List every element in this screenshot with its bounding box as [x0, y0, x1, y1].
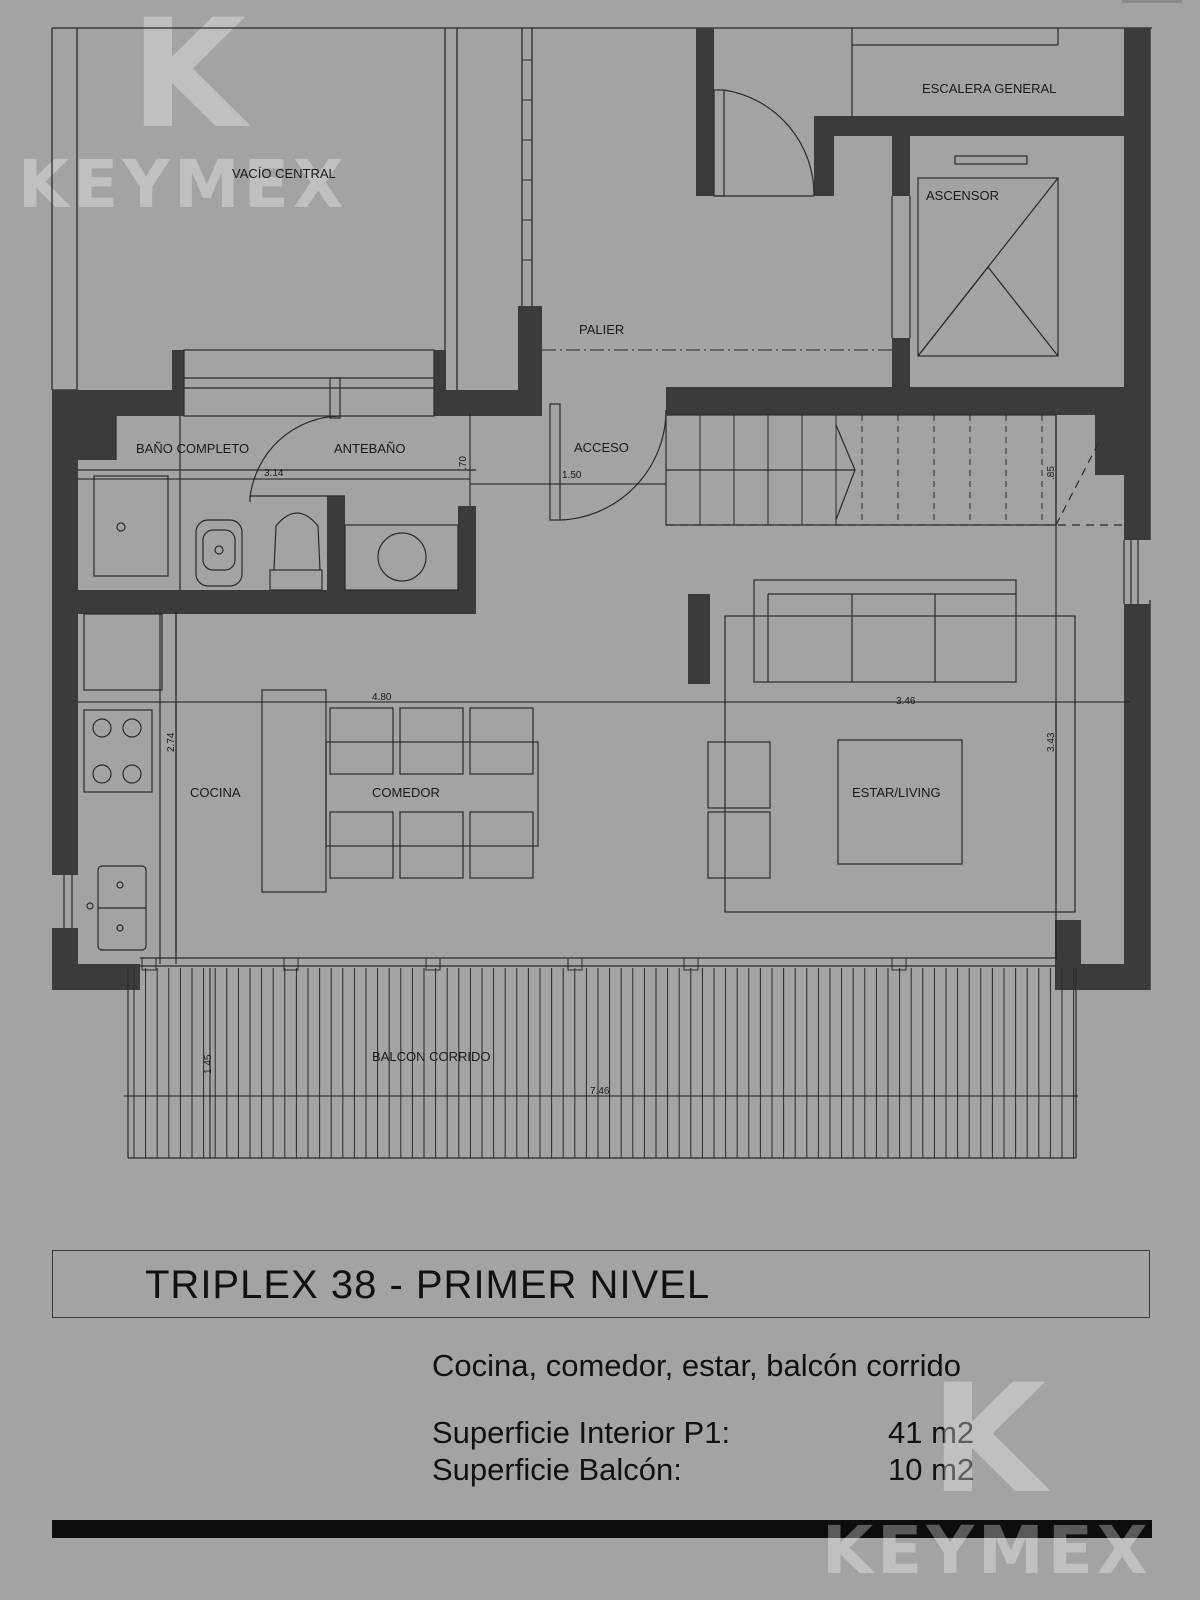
balcony-slats	[133, 415, 1075, 1158]
area-interior-label: Superficie Interior P1:	[432, 1415, 731, 1450]
room-labels: VACÍO CENTRAL ESCALERA GENERAL ASCENSOR …	[136, 81, 1056, 1064]
label-estar-living: ESTAR/LIVING	[852, 785, 941, 800]
partition-ticks	[522, 59, 532, 261]
label-ascensor: ASCENSOR	[926, 188, 999, 203]
plan-title: TRIPLEX 38 - PRIMER NIVEL	[145, 1263, 711, 1307]
bottom-bar	[52, 1520, 1152, 1538]
label-vacio-central: VACÍO CENTRAL	[232, 166, 336, 181]
title-box: TRIPLEX 38 - PRIMER NIVEL	[52, 1250, 1150, 1318]
dimension-labels: 3.14 .70 1.50 .85 4.80 3.46 2.74 3.43 1.…	[166, 456, 1057, 1097]
label-bano-completo: BAÑO COMPLETO	[136, 441, 249, 456]
corner-mark	[1122, 0, 1182, 3]
dim-antebano-depth: .70	[458, 456, 469, 470]
dim-balcony-length: 7.46	[590, 1086, 610, 1097]
watermark-brand-bottom: KEYMEX	[822, 1512, 1152, 1589]
label-balcon-corrido: BALCON CORRIDO	[372, 1049, 490, 1064]
watermark-brand-top: KEYMEX	[18, 146, 348, 223]
dim-bath-width: 3.14	[264, 468, 284, 479]
dim-living-depth: 3.43	[1046, 732, 1057, 752]
dim-acceso-width: 1.50	[562, 470, 582, 481]
balcony-post	[283, 957, 299, 971]
label-antebano: ANTEBAÑO	[334, 441, 406, 456]
area-interior-value: 41 m2	[888, 1415, 975, 1450]
area-balcony-value: 10 m2	[888, 1452, 975, 1487]
dim-living-width: 3.46	[896, 696, 916, 707]
watermark-logo-top: K	[130, 0, 247, 162]
balcony-post	[141, 957, 157, 971]
watermark-logo-bottom: K	[930, 1353, 1047, 1527]
balcony-post	[891, 957, 907, 971]
label-acceso: ACCESO	[574, 440, 629, 455]
area-balcony-label: Superficie Balcón:	[432, 1452, 682, 1487]
plan-description: Cocina, comedor, estar, balcón corrido	[432, 1348, 961, 1383]
plan-frame	[51, 27, 1152, 990]
label-cocina: COCINA	[190, 785, 241, 800]
dim-stair-offset: .85	[1046, 466, 1057, 480]
dimension-lines	[78, 414, 1130, 1158]
dim-balcony-depth: 1.45	[203, 1054, 214, 1074]
balcony-post	[425, 957, 441, 971]
label-palier: PALIER	[579, 322, 624, 337]
dim-kitchen-depth: 2.74	[166, 732, 177, 752]
balcony-post	[683, 957, 699, 971]
label-comedor: COMEDOR	[372, 785, 440, 800]
balcony-post	[567, 957, 583, 971]
dim-kitchen-width: 4.80	[372, 692, 392, 703]
walls	[52, 28, 1150, 990]
label-escalera-general: ESCALERA GENERAL	[922, 81, 1056, 96]
